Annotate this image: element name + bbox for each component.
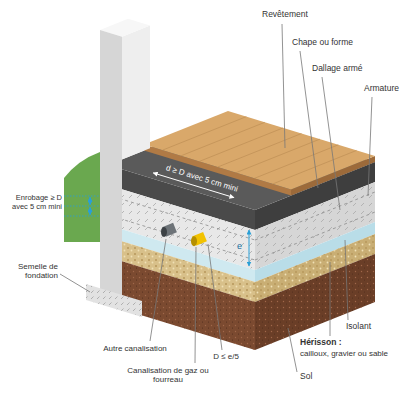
label-anchor: Enrobage ≥ D avec 5 cm mini: [2, 194, 62, 211]
label-anchor: Hérisson :: [300, 338, 370, 348]
dimension-label: e: [237, 241, 246, 251]
label-anchor: d ≥ D avec 5 cm mini: [151, 159, 253, 198]
layer-label: Dallage armé: [312, 64, 376, 74]
dimension-label: d ≥ D avec 5 cm mini: [151, 159, 253, 198]
label-anchor: Revêtement: [262, 10, 324, 20]
layer-label: Isolant: [346, 322, 390, 332]
layer-label: Armature: [364, 84, 412, 94]
layer-label: Hérisson :: [300, 338, 370, 348]
gas-pipe: [191, 236, 205, 246]
part-label: Autre canalisation: [90, 344, 180, 353]
grass: [64, 152, 100, 242]
label-anchor: e: [237, 241, 246, 251]
label-anchor: Chape ou forme: [292, 38, 364, 48]
leader-lines: [60, 24, 372, 372]
label-anchor: Autre canalisation: [90, 344, 180, 353]
thickness-bracket: [249, 230, 250, 266]
label-anchor: Isolant: [346, 322, 390, 332]
layer-label: Chape ou forme: [292, 38, 364, 48]
wall: [100, 19, 150, 300]
label-anchor: Canalisation de gaz ou fourreau: [120, 366, 216, 384]
wood-covering: [144, 111, 375, 196]
part-label: Semelle de fondation: [2, 262, 58, 280]
dimension-label: D ≤ e/5: [206, 352, 246, 361]
layer-label: Sol: [300, 372, 330, 382]
layer-label: Revêtement: [262, 10, 324, 20]
label-anchor: Armature: [364, 84, 412, 94]
label-anchor: Dallage armé: [312, 64, 376, 74]
label-anchor: cailloux, gravier ou sable: [300, 349, 414, 358]
label-anchor: Semelle de fondation: [2, 262, 58, 280]
label-anchor: Sol: [300, 372, 330, 382]
cover-bracket: [64, 196, 99, 216]
label-anchor: D ≤ e/5: [206, 352, 246, 361]
part-label: Canalisation de gaz ou fourreau: [120, 366, 216, 384]
footing: [86, 284, 142, 317]
dimension-label: Enrobage ≥ D avec 5 cm mini: [2, 194, 62, 211]
grey-pipe: [161, 227, 175, 237]
layer-note: cailloux, gravier ou sable: [300, 349, 414, 358]
